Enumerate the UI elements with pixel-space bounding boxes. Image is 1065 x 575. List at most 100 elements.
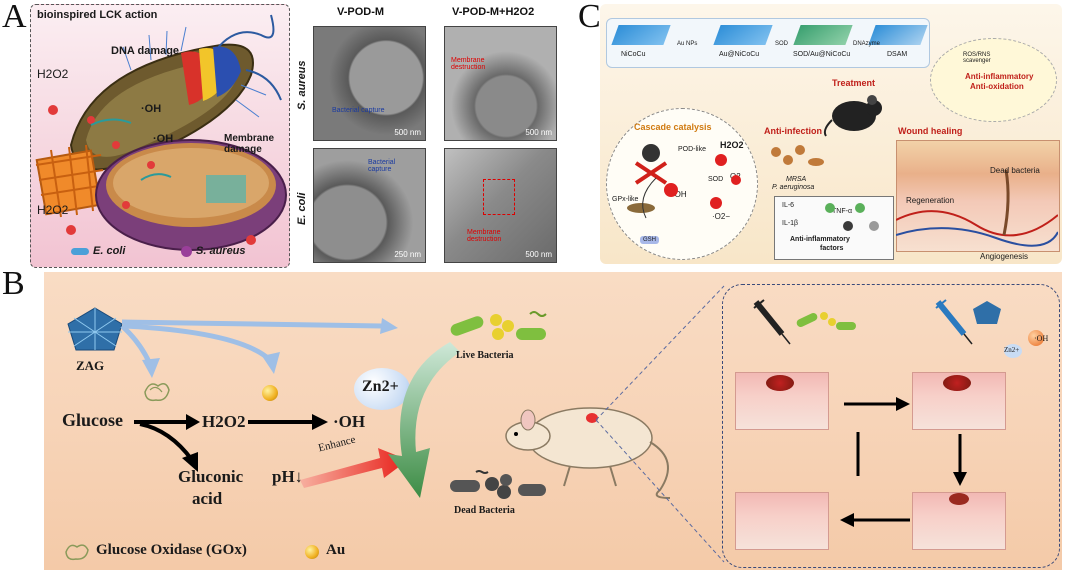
- tem-col-title-2: V-POD-M+H2O2: [452, 6, 535, 18]
- inset-oh-label: ·OH: [1034, 334, 1049, 343]
- sod-label: SOD: [708, 176, 724, 183]
- syringe-black-icon: [753, 299, 791, 345]
- mrsa-label: MRSA: [786, 176, 807, 183]
- gox-icon: [144, 383, 170, 402]
- tem-zoom-box: [483, 179, 515, 215]
- legend-au-icon: [305, 545, 319, 559]
- h2o2-top-label: H2O2: [37, 67, 69, 81]
- skin-tile-healed: [735, 492, 829, 550]
- pod-label: POD-like: [678, 146, 707, 153]
- wound-healing-label: Wound healing: [898, 126, 963, 136]
- gpx-label: GPx-like: [612, 196, 639, 203]
- anti-inflammatory-label: Anti-inflammatory: [965, 72, 1034, 81]
- zag-particle-icon: [67, 307, 123, 351]
- zn-label: Zn2+: [362, 378, 399, 395]
- kill-arrow: [388, 342, 460, 498]
- dead-bacteria-c-label: Dead bacteria: [990, 166, 1040, 175]
- fabrication-strip: NiCoCu Au NPs Au@NiCoCu SOD SOD/Au@NiCoC…: [606, 18, 930, 68]
- tem-scale-2: 500 nm: [525, 128, 552, 137]
- tem-row-label-2: E. coli: [296, 192, 308, 225]
- inset-zn-bubble: [1004, 344, 1022, 358]
- fab-label-4: SOD: [775, 41, 789, 47]
- acid-label: acid: [192, 489, 223, 508]
- inset-live-bacteria-icon: [796, 312, 856, 330]
- pa-label: P. aeruginosa: [772, 184, 815, 191]
- angiogenesis-label: Angiogenesis: [980, 252, 1029, 261]
- cascade-circle: [606, 108, 758, 260]
- fab-label-6: DNAzyme: [853, 41, 881, 47]
- ph-label: pH↓: [272, 467, 304, 486]
- au-ball-icon: [262, 385, 278, 401]
- inset-arrows: [840, 397, 910, 527]
- panel-a-illustration: bioinspired LCK action DNA damage Membra…: [30, 4, 290, 268]
- cytokine-dots: [825, 203, 879, 231]
- oh-b-label: ·OH: [333, 412, 366, 431]
- wound-inset: [722, 284, 1060, 568]
- live-bacteria-label: Live Bacteria: [456, 350, 514, 361]
- tem-col-title-1: V-POD-M: [337, 6, 385, 18]
- gsh-label: GSH: [640, 236, 660, 244]
- enhance-arrow: [300, 448, 408, 488]
- cascade-title: Cascade catalysis: [634, 122, 712, 132]
- legend-gox-label: Glucose Oxidase (GOx): [96, 542, 247, 558]
- cascade-graphics: [627, 144, 741, 219]
- mouse-icon-c: [823, 95, 882, 137]
- skin-tile-infected: [735, 372, 829, 430]
- tem-image-ecoli-h2o2: Membrane destruction 500 nm: [444, 148, 557, 263]
- legend-saureus: S. aureus: [181, 245, 246, 257]
- oh-label-1: ·OH: [141, 103, 162, 115]
- legend-ecoli-label: E. coli: [93, 245, 126, 257]
- tem-image-saureus-h2o2: Membrane destruction 500 nm: [444, 26, 557, 141]
- tem-image-ecoli-vpodm: Bacterial capture 250 nm: [313, 148, 426, 263]
- tem-scale-3: 250 nm: [394, 250, 421, 259]
- syringe-blue-icon: [935, 299, 973, 345]
- regeneration-label: Regeneration: [906, 196, 955, 205]
- fab-label-1: NiCoCu: [621, 51, 646, 58]
- h2o2-bottom-label: H2O2: [37, 203, 69, 217]
- fab-label-7: DSAM: [887, 51, 908, 58]
- fab-label-5: SOD/Au@NiCoCu: [793, 51, 851, 58]
- o2-radical-label: ·O2−: [712, 212, 731, 221]
- tem-image-saureus-vpodm: Bacterial capture 500 nm: [313, 26, 426, 141]
- wound-infected: [766, 375, 794, 391]
- ecoli-legend-icon: [71, 247, 89, 255]
- skin-vessels: [896, 169, 1058, 247]
- anti-infection-bacteria: [771, 145, 824, 166]
- anti-oxidation-label: Anti-oxidation: [970, 82, 1024, 91]
- inset-zag-icon: [973, 301, 1001, 324]
- oh-c-label: ·OH: [672, 190, 687, 199]
- legend-au-label: Au: [326, 542, 346, 558]
- h2o2-b-label: H2O2: [202, 412, 246, 431]
- h2o2-c-label: H2O2: [720, 140, 744, 150]
- zoom-lines: [595, 285, 725, 563]
- panel-letter-c: C: [578, 0, 601, 35]
- skin-tile-healing: [912, 492, 1006, 550]
- zag-release-arrows: [120, 318, 398, 378]
- skin-block: [896, 140, 1060, 252]
- wound-treated: [943, 375, 971, 391]
- tem-scale-4: 500 nm: [525, 250, 552, 259]
- saureus-cell: [95, 139, 287, 251]
- inset-down-arrow: [953, 434, 967, 486]
- fab-sheet-1: [611, 25, 671, 45]
- wound-healing-scab: [949, 493, 969, 505]
- dna-damage-label: DNA damage: [111, 45, 180, 57]
- panel-letter-b: B: [2, 265, 25, 302]
- legend-ecoli: E. coli: [71, 245, 125, 257]
- panel-letter-a: A: [2, 0, 27, 35]
- lck-illustration: [35, 14, 287, 251]
- tem-label-1: Bacterial capture: [332, 107, 385, 114]
- glucose-label: Glucose: [62, 410, 123, 430]
- il1b-label: IL-1β: [782, 220, 799, 227]
- zn-bubble: [354, 368, 410, 410]
- ecoli-cell: [69, 14, 282, 171]
- pathway-arrows: [134, 414, 328, 472]
- gluconic-label: Gluconic: [178, 467, 244, 486]
- live-bacteria-icon: [450, 311, 547, 340]
- tem-label-4: Membrane destruction: [467, 229, 502, 243]
- illustration-title: bioinspired LCK action: [37, 9, 158, 21]
- factors-label-2: factors: [820, 245, 844, 252]
- anti-infection-label: Anti-infection: [764, 126, 822, 136]
- skin-tile-treated: [912, 372, 1006, 430]
- tnf-label: TNF-α: [832, 208, 852, 215]
